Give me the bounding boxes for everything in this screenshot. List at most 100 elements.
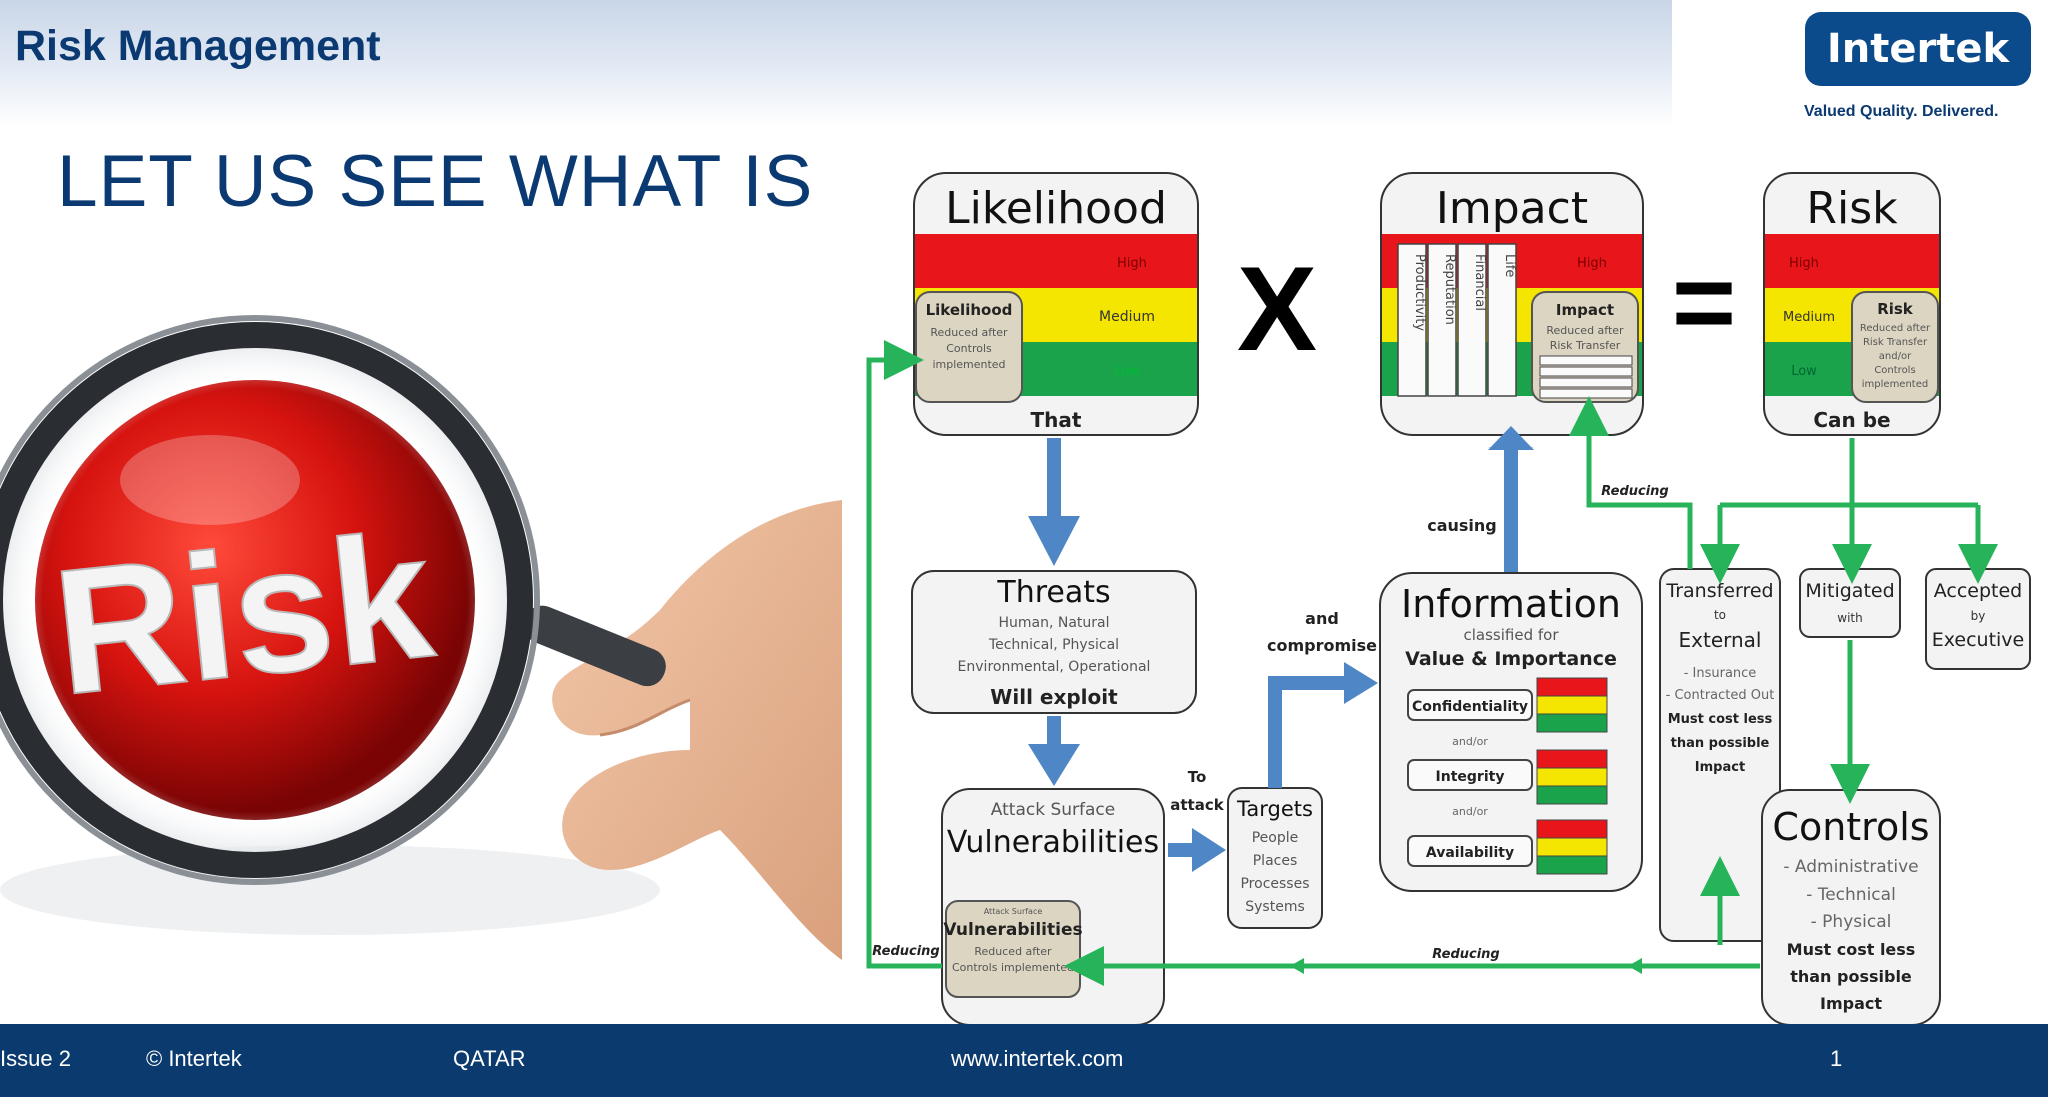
multiply-sign: X <box>1237 242 1317 376</box>
transferred-bold: Impact <box>1695 760 1745 775</box>
risk-high-band <box>1765 234 1939 288</box>
impact-box: Impact High Productivity Reputation Fina… <box>1380 172 1644 436</box>
footer-issue: Issue 2 <box>0 1046 71 1071</box>
and-compromise-label: and <box>1305 609 1339 628</box>
likelihood-inner-title: Likelihood <box>926 301 1013 319</box>
risk-inner-line: Reduced after <box>1860 323 1931 334</box>
controls-bold: Must cost less <box>1787 940 1916 959</box>
information-item-integrity: Integrity <box>1436 769 1505 785</box>
reducing-label: Reducing <box>1601 484 1668 499</box>
threats-line: Environmental, Operational <box>958 659 1151 675</box>
mitigated-box: Mitigated with <box>1799 568 1901 638</box>
controls-title: Controls <box>1772 805 1929 849</box>
information-subtitle-2: Value & Importance <box>1405 648 1617 670</box>
risk-diagram: Likelihood High Medium Low Likelihood Re… <box>866 172 2031 1025</box>
footer-website-link[interactable]: www.intertek.com <box>951 1046 1124 1071</box>
accepted-title: by <box>1971 609 1986 623</box>
causing-label: causing <box>1427 516 1497 535</box>
impact-title: Impact <box>1436 183 1588 234</box>
vulnerabilities-inner-title: Vulnerabilities <box>943 920 1082 940</box>
green-arrow-reduce-impact <box>1569 396 1693 569</box>
targets-box: Targets People Places Processes Systems <box>1227 787 1323 929</box>
mitigated-title: with <box>1837 611 1862 625</box>
intertek-logo: Intertek <box>1805 12 2031 86</box>
risk-inner-line: Risk Transfer <box>1863 337 1928 348</box>
likelihood-high-band <box>915 234 1197 288</box>
transferred-title: Transferred <box>1665 580 1773 602</box>
likelihood-inner-line: Controls <box>946 342 992 355</box>
risk-word: Risk <box>46 495 442 732</box>
slide-title: Risk Management <box>15 22 381 70</box>
risk-box: Risk High Medium Low Risk Reduced after … <box>1763 172 1941 436</box>
footer-page-number: 1 <box>1830 1046 1843 1071</box>
controls-bold: Impact <box>1820 994 1882 1013</box>
targets-line: Systems <box>1245 899 1305 915</box>
transferred-title: External <box>1679 628 1762 652</box>
mitigated-title: Mitigated <box>1805 580 1894 602</box>
blue-arrow-to-impact <box>1504 442 1518 572</box>
header-band <box>0 0 1672 126</box>
controls-bold: than possible <box>1790 967 1912 986</box>
blue-arrow-head <box>1192 828 1226 872</box>
blue-arrow-head <box>1028 744 1080 786</box>
transferred-box: Transferred to External - Insurance - Co… <box>1659 568 1781 942</box>
risk-inner-line: Controls <box>1874 365 1915 376</box>
impact-level-high: High <box>1577 256 1607 271</box>
risk-level-low: Low <box>1791 364 1817 379</box>
impact-inner-line: Risk Transfer <box>1550 339 1621 352</box>
footer-location: QATAR <box>453 1046 526 1071</box>
impact-category: Reputation <box>1442 254 1457 325</box>
information-title: Information <box>1401 582 1621 626</box>
information-connector: and/or <box>1452 805 1488 818</box>
accepted-title: Accepted <box>1934 580 2023 602</box>
blue-arrow-across <box>1268 676 1350 690</box>
impact-category: Life <box>1502 254 1517 277</box>
impact-inner-line: Reduced after <box>1546 324 1624 337</box>
controls-box: Controls - Administrative - Technical - … <box>1761 789 1941 1025</box>
risk-caption: Can be <box>1813 408 1890 432</box>
risk-inner-box <box>1851 291 1939 403</box>
threats-box: Threats Human, Natural Technical, Physic… <box>911 570 1197 714</box>
logo-text: Intertek <box>1826 26 2010 72</box>
threats-title: Threats <box>996 575 1110 610</box>
risk-inner-line: implemented <box>1862 379 1928 390</box>
blue-arrow-head <box>1028 516 1080 566</box>
transferred-bold: Must cost less <box>1668 712 1773 727</box>
footer-copyright: © Intertek <box>146 1046 242 1071</box>
targets-line: Places <box>1253 853 1298 869</box>
equals-sign: = <box>1672 241 1736 364</box>
likelihood-inner-line: implemented <box>932 358 1005 371</box>
transferred-bold: than possible <box>1671 736 1770 751</box>
footer-bar: Issue 2 © Intertek QATAR www.intertek.co… <box>0 1024 2048 1097</box>
and-compromise-label: compromise <box>1267 636 1377 655</box>
hand-shape <box>552 500 842 960</box>
likelihood-box: Likelihood High Medium Low Likelihood Re… <box>913 172 1199 436</box>
blue-arrow-head <box>1488 426 1534 450</box>
vulnerabilities-inner-small: Attack Surface <box>984 907 1043 916</box>
headline: LET US SEE WHAT IS <box>57 141 814 222</box>
risk-inner-title: Risk <box>1877 300 1914 318</box>
likelihood-inner-line: Reduced after <box>930 326 1008 339</box>
likelihood-level-high: High <box>1117 256 1147 271</box>
reducing-label: Reducing <box>1432 947 1499 962</box>
vulnerabilities-box: Attack Surface Vulnerabilities Attack Su… <box>941 788 1165 1025</box>
transferred-title: to <box>1714 608 1726 622</box>
threats-line: Human, Natural <box>998 615 1109 631</box>
risk-inner-line: and/or <box>1879 351 1912 362</box>
likelihood-title: Likelihood <box>945 183 1167 234</box>
to-attack-label: To <box>1188 768 1207 786</box>
blue-arrow-right <box>1168 843 1196 857</box>
targets-line: Processes <box>1240 876 1309 892</box>
transferred-line: - Contracted Out <box>1666 688 1775 703</box>
threats-line: Technical, Physical <box>988 637 1119 653</box>
vulnerabilities-subtitle: Attack Surface <box>991 800 1115 820</box>
accepted-box: Accepted by Executive <box>1925 568 2031 670</box>
impact-inner-title: Impact <box>1556 301 1614 319</box>
likelihood-level-low: Low <box>1114 364 1140 379</box>
controls-line: - Physical <box>1811 912 1892 932</box>
green-arrow-reduce-likelihood <box>866 340 942 969</box>
accepted-title: Executive <box>1932 629 2025 651</box>
transferred-line: - Insurance <box>1684 666 1757 681</box>
vulnerabilities-inner-line: Reduced after <box>974 945 1052 958</box>
risk-level-high: High <box>1789 256 1819 271</box>
